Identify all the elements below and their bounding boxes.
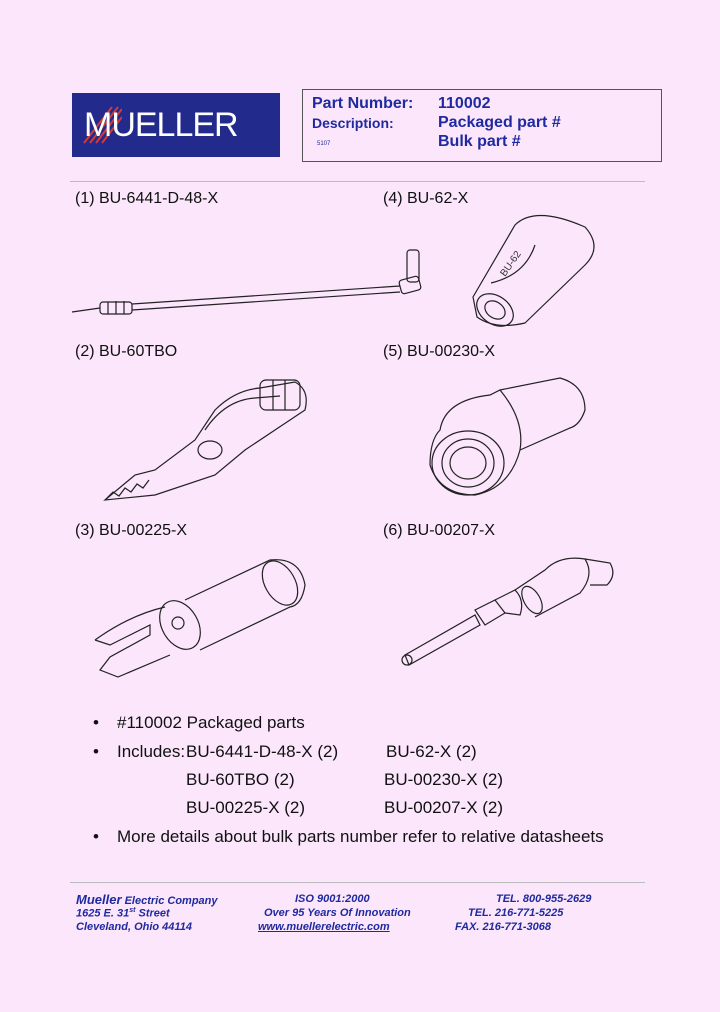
caption-part-2: (2) BU-60TBO [75,343,178,360]
footer-tel1: TEL. 800-955-2629 [496,893,592,905]
top-rule [70,181,645,182]
footer-website-link[interactable]: www.muellerelectric.com [258,921,390,933]
part-number-value: 110002 [438,95,491,112]
boot-illustration: BU-62 [472,214,595,327]
test-lead-illustration [71,249,422,315]
footer-address1-post: Street [135,907,170,920]
caption-part-3: (3) BU-00225-X [75,522,188,539]
include-item-1: BU-6441-D-48-X (2) [186,742,339,761]
include-item-5: BU-00225-X (2) [186,798,306,817]
caption-part-5: (5) BU-00230-X [383,343,496,360]
include-item-4: BU-00230-X (2) [384,770,504,789]
footer-years: Over 95 Years Of Innovation [264,907,411,919]
probe-illustration [401,557,614,666]
small-mark: 5107 [317,141,331,147]
include-item-2: BU-62-X (2) [386,742,477,761]
footer-company-bold: Mueller [76,892,122,907]
bullet-packaged-parts: #110002 Packaged parts [117,713,305,732]
svg-text:BU-62: BU-62 [498,249,524,279]
logo-wordmark: MUELLER [84,106,239,144]
description-value-bulk: Bulk part # [438,133,521,150]
footer-rule [70,882,645,883]
spade-lug-illustration [94,559,306,678]
description-value-packaged: Packaged part # [438,114,561,131]
footer-website-text[interactable]: www.muellerelectric.com [258,921,390,933]
alligator-clip-illustration [103,379,307,501]
logo-stripes-icon [83,106,122,144]
caption-part-6: (6) BU-00207-X [383,522,496,539]
description-label: Description: [312,115,394,131]
footer-company-rest: Electric Company [121,895,218,907]
footer-address2: Cleveland, Ohio 44114 [76,921,192,933]
bullet-dot-3: • [93,827,99,846]
insulator-illustration [429,377,586,496]
footer-address1: 1625 E. 31st Street [76,907,170,920]
part-info-box: Part Number: 110002 Description: Package… [302,89,662,162]
caption-part-1: (1) BU-6441-D-48-X [75,190,219,207]
bullet-includes-label: Includes: [117,742,186,761]
footer-address1-pre: 1625 E. 31 [76,907,130,920]
bullet-dot-2: • [93,742,99,761]
company-logo: MUELLER [72,93,280,157]
footer-company: Mueller Electric Company [76,892,218,907]
footer-iso: ISO 9001:2000 [295,893,370,905]
footer-address1-sup: st [129,907,136,914]
include-item-3: BU-60TBO (2) [186,770,295,789]
bullet-dot-1: • [93,713,99,732]
caption-part-4: (4) BU-62-X [383,190,469,207]
footer-tel2: TEL. 216-771-5225 [468,907,564,919]
footer-fax: FAX. 216-771-3068 [455,921,552,933]
part-number-label: Part Number: [312,95,414,112]
bullet-datasheet-note: More details about bulk parts number ref… [117,827,604,846]
include-item-6: BU-00207-X (2) [384,798,504,817]
